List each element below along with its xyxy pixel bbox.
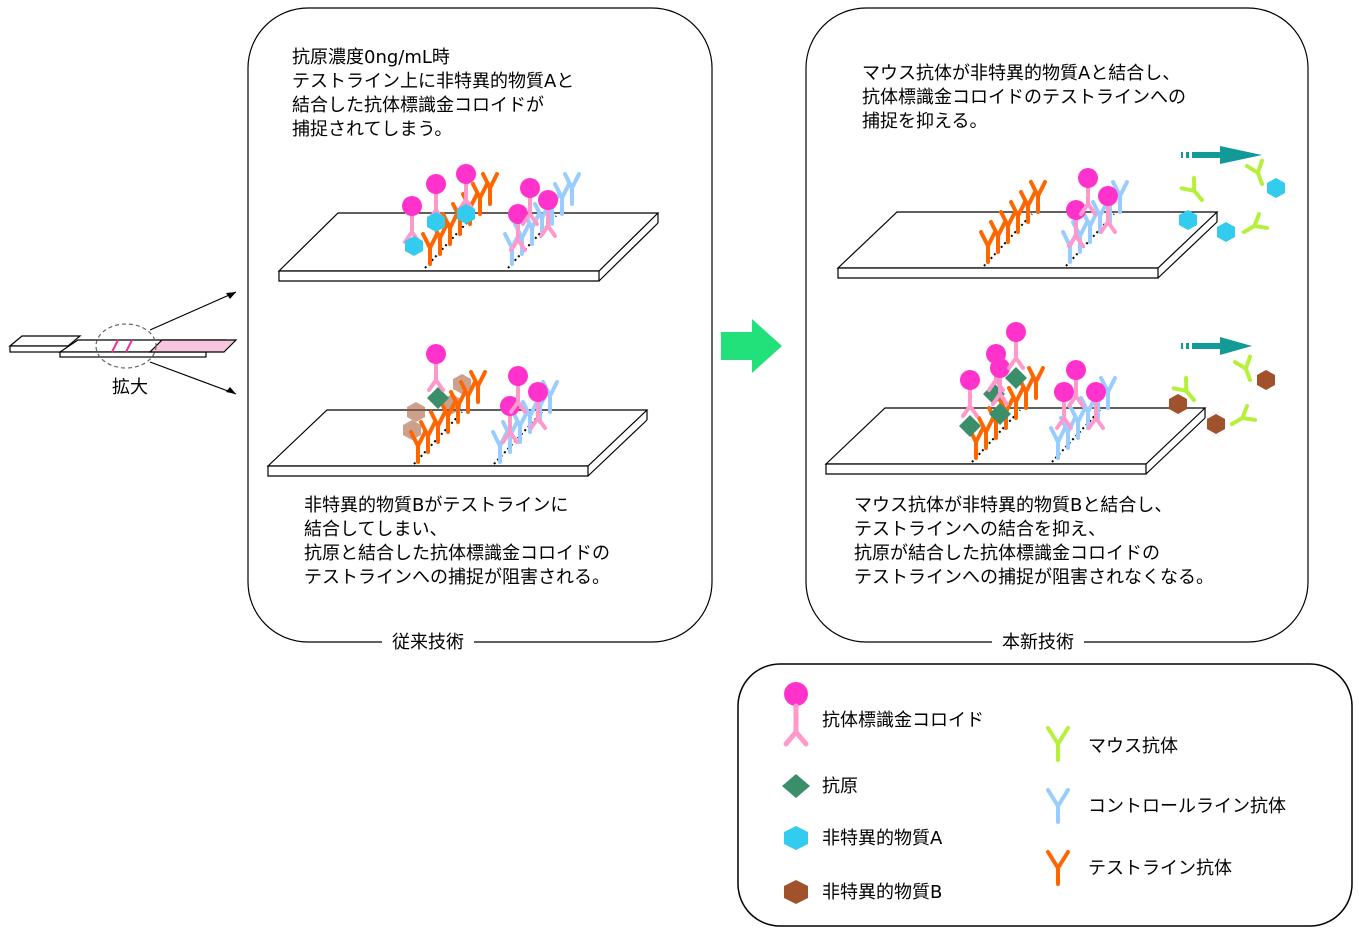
legend-gold-colloid-icon (783, 682, 809, 747)
legend-substance-b-label: 非特異的物質B (822, 882, 943, 903)
test-strip-illustration (8, 291, 238, 395)
text-line: 抗原と結合した抗体標識金コロイドの (304, 543, 610, 564)
conventional-bottom-text: 非特異的物質Bがテストラインに 結合してしまい、 抗原と結合した抗体標識金コロイ… (304, 494, 610, 590)
text-line: 抗体標識金コロイドのテストラインへの (862, 87, 1186, 108)
text-line: テストラインへの結合を抑え、 (854, 519, 1106, 540)
text-line: 結合してしまい、 (304, 519, 448, 540)
text-line: マウス抗体が非特異的物質Aと結合し、 (862, 63, 1181, 84)
legend-control-antibody-label: コントロールライン抗体 (1088, 796, 1286, 817)
conventional-bottom-slide (266, 342, 649, 477)
legend-box (737, 663, 1353, 927)
conventional-top-slide (277, 162, 660, 282)
new-tech-bottom-slide (824, 320, 1275, 475)
text-line: 抗原濃度0ng/mL時 (292, 47, 450, 68)
legend-gold-colloid-label: 抗体標識金コロイド (822, 710, 984, 731)
text-line: 抗原が結合した抗体標識金コロイドの (854, 543, 1160, 564)
text-line: テストラインへの捕捉が阻害される。 (304, 567, 610, 588)
legend-substance-b-icon (784, 880, 808, 904)
new-tech-top-slide (836, 146, 1285, 279)
text-line: マウス抗体が非特異的物質Bと結合し、 (854, 495, 1173, 516)
legend-test-antibody-label: テストライン抗体 (1088, 858, 1232, 879)
legend-substance-a-icon (784, 826, 808, 850)
transition-arrow (721, 319, 782, 373)
conventional-top-text: 抗原濃度0ng/mL時 テストライン上に非特異的物質Aと 結合した抗体標識金コロ… (292, 46, 574, 142)
text-line: 捕捉されてしまう。 (292, 119, 453, 140)
legend-mouse-antibody-label: マウス抗体 (1088, 736, 1178, 757)
legend-mouse-antibody-icon (1046, 726, 1070, 762)
legend-test-antibody-icon (1046, 850, 1070, 886)
legend-control-antibody-icon (1046, 788, 1070, 824)
new-tech-caption: 本新技術 (992, 632, 1084, 654)
text-line: 捕捉を抑える。 (862, 111, 988, 132)
legend-antigen-label: 抗原 (822, 776, 858, 797)
new-tech-top-text: マウス抗体が非特異的物質Aと結合し、 抗体標識金コロイドのテストラインへの 捕捉… (862, 62, 1186, 134)
text-line: テストラインへの捕捉が阻害されなくなる。 (854, 567, 1214, 588)
strip-zoom-label: 拡大 (112, 377, 148, 398)
text-line: テストライン上に非特異的物質Aと (292, 71, 575, 92)
text-line: 結合した抗体標識金コロイドが (292, 95, 544, 116)
legend-substance-a-label: 非特異的物質A (822, 828, 943, 849)
conventional-caption: 従来技術 (382, 632, 474, 654)
legend-antigen-icon (782, 774, 810, 798)
conventional-panel (247, 7, 713, 643)
text-line: 非特異的物質Bがテストラインに (304, 495, 569, 516)
new-tech-bottom-text: マウス抗体が非特異的物質Bと結合し、 テストラインへの結合を抑え、 抗原が結合し… (854, 494, 1214, 590)
